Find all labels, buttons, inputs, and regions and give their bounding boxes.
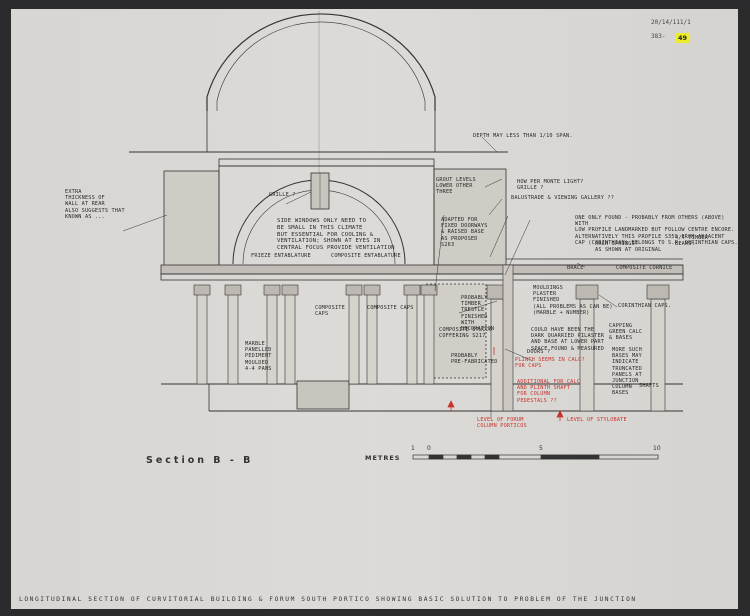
annotation-stucco-coffering: COMPOSITE STUCCO COFFERING S217 [439, 327, 493, 340]
annotation-plinth-seems: PLINTH SEEMS IN CALC? FOR CAPS [515, 357, 585, 370]
annotation-balustrade: BALUSTRADE & VIEWING GALLERY ?? [511, 195, 615, 201]
column-group-left [193, 284, 438, 385]
annotation-brace: BRACE [567, 265, 584, 271]
annotation-more-such-bases: MORE SUCH BASES MAY INDICATE TRUNCATED P… [612, 347, 642, 397]
scale-tick-5: 5 [539, 445, 543, 452]
drawing-caption: LONGITUDINAL SECTION OF CURVITORIAL BUIL… [19, 596, 637, 603]
annotation-additional-calc: ADDITIONAL FOR CALC AND PLINTH SHAFT FOR… [517, 379, 581, 404]
annotation-mouldings: MOULDINGS PLASTER FINISHED (ALL PROBLEMS… [533, 285, 613, 316]
archive-reference-secondary: 383- [651, 33, 666, 40]
annotation-doors: DOORS ? [527, 349, 551, 355]
annotation-frieze: FRIEZE ENTABLATURE [251, 253, 311, 259]
annotation-timber-beams: 4/4 TIMBER BEAMS. [675, 235, 709, 248]
annotation-composite-caps-2: COMPOSITE CAPS [367, 305, 414, 311]
annotation-level-stylobate: LEVEL OF STYLOBATE [567, 417, 627, 423]
annotation-doorways: ADAPTED FOR FIXED DOORWAYS & RAISED BASE… [441, 217, 488, 248]
annotation-marble-pediment: MARBLE PANELLED PEDIMENT MOULDED 4-4 PAN… [245, 341, 272, 372]
annotation-depth: DEPTH MAY LESS THAN 1/10 SPAN. [473, 133, 573, 139]
annotation-corinthian-caps: CORINTHIAN CAPS. [618, 303, 672, 309]
annotation-grout-levels: GROUT LEVELS LOWER OTHER THREE [436, 177, 476, 196]
archive-reference: 20/14/111/1 [651, 19, 691, 26]
scale-tick-10: 10 [653, 445, 661, 452]
annotation-one-only-found: ONE ONLY FOUND - PROBABLY FROM OTHERS (A… [575, 215, 738, 246]
annotation-grille: GRILLE ? [269, 192, 296, 198]
scale-bar [412, 454, 659, 460]
architectural-section-drawing [122, 11, 684, 460]
annotation-shafts: SHAFTS [639, 383, 659, 389]
column-group-right [486, 284, 670, 412]
drawing-sheet: 20/14/111/1 383- 49 EXTRA THICKNESS OF W… [11, 9, 738, 609]
annotation-level-forum: LEVEL OF FORUM COLUMN PORTICOS [477, 417, 527, 430]
annotation-composite-entablature: COMPOSITE ENTABLATURE [331, 253, 401, 259]
annotation-monte-light: HOW PER MONTE LIGHT? GRILLE ? [517, 179, 584, 192]
sheet-number-tag: 49 [675, 33, 691, 43]
annotation-side-windows: SIDE WINDOWS ONLY NEED TO BE SMALL IN TH… [277, 218, 395, 252]
scale-tick-0: 0 [427, 445, 431, 452]
annotation-dark-quarried: COULD HAVE BEEN THE DARK QUARRIED PILAST… [531, 327, 605, 352]
annotation-prefabricated: PROBABLY PRE-FABRICATED [451, 353, 498, 366]
annotation-composite-cornice: COMPOSITE CORNICE [616, 265, 673, 271]
annotation-rear-wall: EXTRA THICKNESS OF WALL AT REAR ALSO SUG… [65, 189, 125, 220]
annotation-composite-caps: COMPOSITE CAPS [315, 305, 345, 318]
section-title: Section B - B [146, 455, 254, 466]
annotation-arch-springs: ARCH SPRINGS? AS SHOWN AT ORIGINAL [595, 241, 662, 254]
scale-tick-1: 1 [411, 445, 415, 452]
annotation-capping: CAPPING GREEN CALC & BASES [609, 323, 643, 342]
annotation-timber-trestle: PROBABLY TIMBER TRESTLE FINISHED WITH DE… [461, 295, 495, 333]
scale-label: METRES [365, 454, 401, 462]
